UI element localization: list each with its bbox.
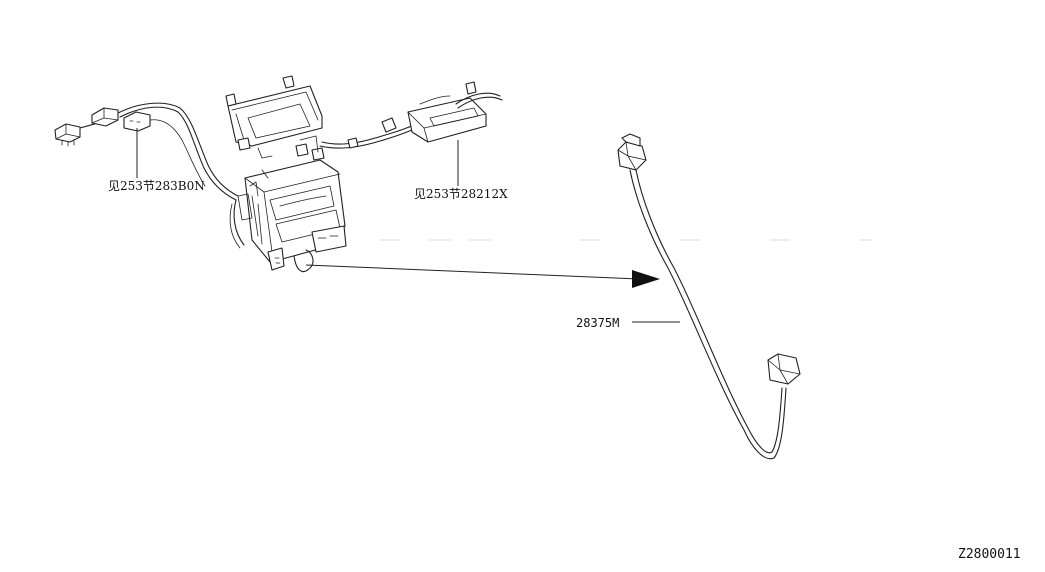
left-antenna-harness (54, 102, 245, 249)
left-reference-label: 见253节283B0N (108, 179, 205, 193)
center-reference-label: 见253节28212X (414, 187, 508, 201)
display-unit (225, 75, 323, 159)
center-harness (319, 81, 503, 149)
harness-28375M (617, 133, 801, 460)
part-number-label: 28375M (576, 316, 619, 330)
audio-unit-chassis (237, 135, 347, 273)
connection-arrow (305, 264, 660, 288)
diagram-id-label: Z2800011 (958, 547, 1021, 562)
